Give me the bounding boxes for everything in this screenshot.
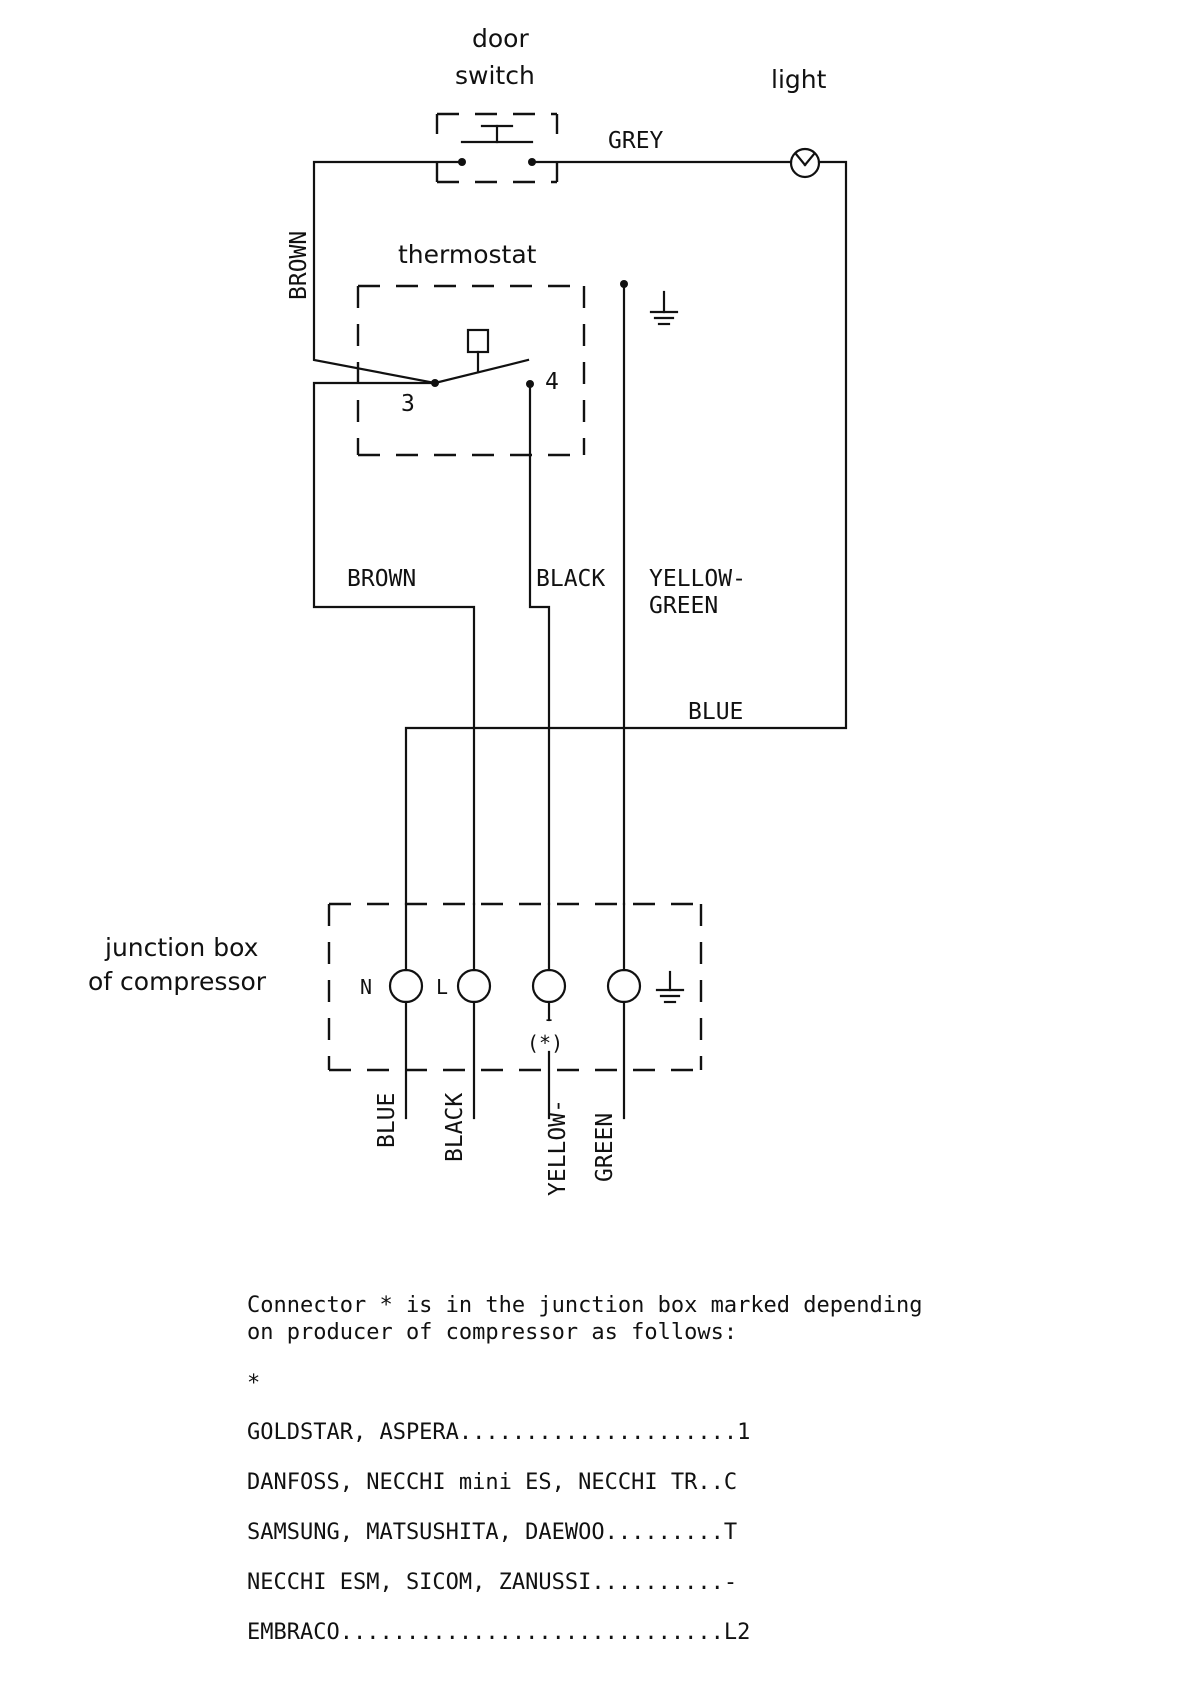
producer-row: SAMSUNG, MATSUSHITA, DAEWOO.........T (247, 1520, 738, 1545)
producer-row: GOLDSTAR, ASPERA.....................1 (247, 1420, 751, 1445)
wire-label-blue: BLUE (688, 699, 743, 725)
wire-label-brown-top: BROWN (286, 231, 312, 300)
terminal-n-label: N (360, 975, 372, 999)
door-switch-label-2: switch (455, 61, 535, 90)
wire-light-return (404, 160, 848, 906)
wire-label-brown-mid: BROWN (347, 566, 416, 592)
wire-brown-top (312, 160, 464, 385)
out-label-blue: BLUE (374, 1093, 400, 1148)
producer-row: EMBRACO.............................L2 (247, 1620, 751, 1645)
thermostat-terminal-4: 4 (545, 369, 559, 395)
door-switch (435, 112, 559, 184)
ground-icon (655, 970, 685, 1004)
out-label-green: GREEN (592, 1113, 618, 1182)
wire-label-grey: GREY (608, 128, 664, 154)
ground-icon (649, 290, 679, 326)
junction-box (327, 902, 703, 1120)
wire-label-yellow-green-2: GREEN (649, 593, 718, 619)
junction-box-label-1: junction box (104, 933, 258, 962)
wire-black-mid (528, 382, 551, 906)
terminal-l-label: L (436, 975, 448, 999)
producer-row: DANFOSS, NECCHI mini ES, NECCHI TR..C (247, 1470, 738, 1495)
out-label-black: BLACK (442, 1093, 468, 1162)
producer-row: NECCHI ESM, SICOM, ZANUSSI..........- (247, 1570, 738, 1595)
terminal-star-dash: - (543, 1007, 555, 1031)
thermostat-label: thermostat (398, 240, 537, 269)
thermostat-terminal-3: 3 (401, 391, 415, 417)
note-line-1: Connector * is in the junction box marke… (247, 1293, 923, 1318)
door-switch-label-1: door (472, 24, 529, 53)
wire-brown-mid (312, 381, 476, 906)
terminal-star-label: (*) (527, 1031, 563, 1055)
wire-label-yellow-green-1: YELLOW- (649, 566, 746, 592)
note-line-2: on producer of compressor as follows: (247, 1320, 738, 1345)
junction-box-label-2: of compressor (88, 967, 267, 996)
thermostat (356, 284, 586, 457)
note-star: * (247, 1371, 261, 1396)
out-label-yellow: YELLOW- (545, 1099, 571, 1196)
light-bulb (789, 147, 821, 179)
light-label: light (771, 65, 827, 94)
wire-label-black-mid: BLACK (536, 566, 605, 592)
